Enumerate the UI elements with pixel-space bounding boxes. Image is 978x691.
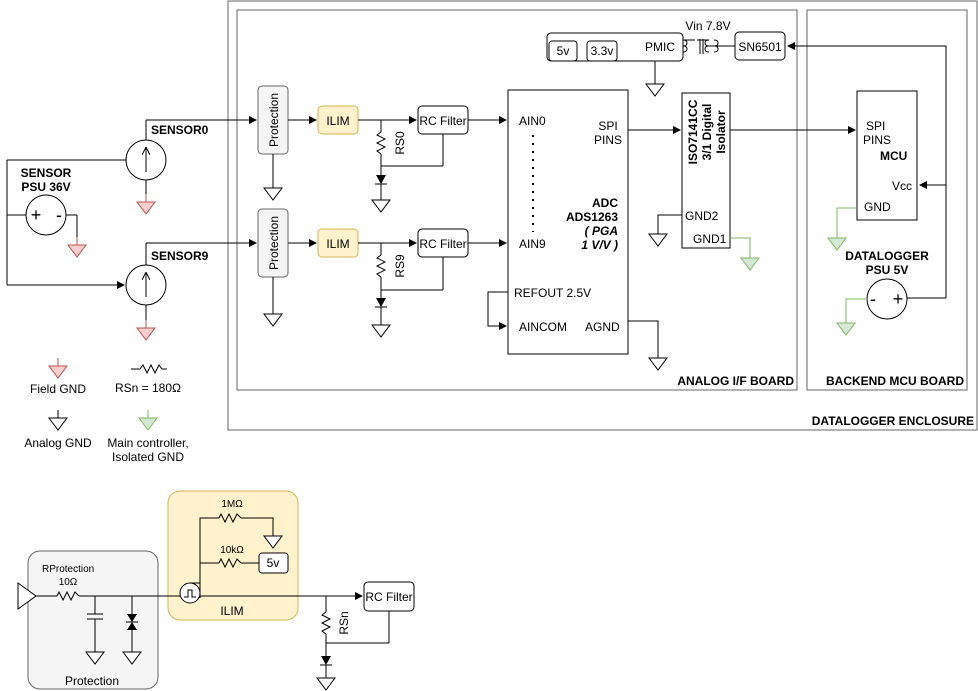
legend-resistor-icon — [131, 363, 167, 375]
sensor9-tvs-diode-icon — [376, 298, 386, 307]
sensor9-rc-filter-label: RC Filter — [419, 237, 466, 251]
detail-schematic: Protection ILIM RProtection 10Ω 1MΩ — [17, 490, 415, 691]
rprotection-resistor-icon — [56, 590, 80, 602]
legend: Field GND RSn = 180Ω Analog GND Main con… — [24, 357, 189, 464]
adc-block: AIN0 AIN9 SPI PINS ADC ADS1263 ( PGA 1 V… — [487, 89, 668, 371]
detail-5v-box — [258, 552, 289, 574]
sensor9-channel: SENSOR9 Protection ILIM RC Filter RS9 — [125, 208, 507, 341]
sensor9-protection-label: Protection — [267, 216, 281, 270]
detail-ilim-label: ILIM — [220, 604, 243, 618]
mcu-gnd: GND — [864, 200, 891, 214]
datalogger-enclosure — [227, 0, 978, 431]
isolator-block: ISO7141CC 3/1 Digital Isolator GND2 GND1 — [648, 92, 760, 271]
ilim-mosfet-icon — [179, 582, 201, 604]
datalogger-psu: DATALOGGER PSU 5V - + — [836, 249, 946, 336]
analog-board — [236, 9, 798, 391]
adc-spi-line2: PINS — [594, 133, 622, 147]
detail-rc-filter-label: RC Filter — [365, 590, 412, 604]
vin-label: Vin 7.8V — [685, 19, 730, 33]
sensor9-shunt-resistor-icon — [375, 254, 387, 278]
mcu-name: MCU — [880, 149, 907, 163]
svg-text:-: - — [56, 205, 62, 225]
sensor0-rs-label: RS0 — [393, 131, 407, 155]
legend-main-gnd-line2: Isolated GND — [112, 450, 184, 464]
mcu-spi-line2: PINS — [863, 133, 891, 147]
detail-5v-label: 5v — [267, 556, 280, 570]
sensor-psu: SENSOR PSU 36V + - — [6, 160, 87, 285]
pmic-5v-box — [548, 40, 578, 62]
adc-agnd: AGND — [585, 320, 620, 334]
adc-refout: REFOUT 2.5V — [514, 286, 591, 300]
detail-rprot-label: RProtection — [42, 564, 94, 575]
sensor0-protection-label: Protection — [267, 93, 281, 147]
legend-field-gnd-icon — [48, 357, 68, 379]
svg-text:+: + — [893, 289, 904, 309]
enclosure-label: DATALOGGER ENCLOSURE — [812, 414, 974, 428]
sensor0-shunt-resistor-icon — [375, 131, 387, 155]
adc-aincom: AINCOM — [519, 320, 567, 334]
mcu-block: SPI PINS MCU Vcc GND — [827, 90, 918, 251]
adc-pga-line2: 1 V/V ) — [581, 238, 618, 252]
datalogger-psu-line2: PSU 5V — [866, 263, 909, 277]
legend-analog-gnd-icon — [48, 409, 68, 431]
pmic-3v3-box — [586, 40, 618, 62]
isolator-line2: 3/1 Digital — [700, 104, 714, 161]
ilim-1m-resistor-icon — [218, 512, 242, 524]
legend-rsn-label: RSn = 180Ω — [115, 381, 181, 395]
adc-ain9: AIN9 — [519, 237, 546, 251]
sensor0-tvs-diode-icon — [376, 175, 386, 184]
power-block: 5v 3.3v PMIC Vin 7.8V SN6501 — [546, 19, 786, 97]
sensor0-label: SENSOR0 — [151, 123, 209, 137]
legend-main-gnd-line1: Main controller, — [107, 436, 188, 450]
pmic-label: PMIC — [645, 40, 675, 54]
pmic-5v-label: 5v — [557, 44, 570, 58]
svg-text:+: + — [31, 205, 42, 225]
backend-board — [806, 9, 968, 391]
isolator-gnd2: GND2 — [685, 209, 719, 223]
input-port-icon — [17, 582, 37, 610]
adc-ain0: AIN0 — [519, 114, 546, 128]
sensor-psu-line2: PSU 36V — [21, 180, 70, 194]
adc-title-line2: ADS1263 — [566, 210, 618, 224]
detail-r1m-label: 1MΩ — [221, 499, 243, 510]
mcu-vcc: Vcc — [892, 179, 912, 193]
sn6501-label: SN6501 — [738, 40, 782, 54]
backend-board-label: BACKEND MCU BOARD — [826, 374, 964, 388]
datalogger-psu-line1: DATALOGGER — [845, 249, 929, 263]
isolator-gnd1: GND1 — [693, 232, 727, 246]
isolator-line3: Isolator — [714, 110, 728, 154]
mcu-spi-line1: SPI — [866, 119, 885, 133]
legend-field-gnd-label: Field GND — [30, 382, 86, 396]
detail-r10k-label: 10kΩ — [220, 545, 244, 556]
legend-analog-gnd-label: Analog GND — [24, 436, 92, 450]
sn6501-box — [734, 31, 786, 61]
protection-tvs-icon — [127, 614, 137, 622]
sensor0-rc-filter-label: RC Filter — [419, 114, 466, 128]
detail-tvs-diode-icon — [321, 656, 331, 665]
analog-board-label: ANALOG I/F BOARD — [677, 374, 794, 388]
sensor9-ilim-label: ILIM — [326, 237, 349, 251]
isolator-line1: ISO7141CC — [686, 99, 700, 164]
pmic-3v3-label: 3.3v — [591, 44, 614, 58]
adc-title-line1: ADC — [592, 196, 618, 210]
adc-spi-line1: SPI — [598, 119, 617, 133]
sensor-psu-line1: SENSOR — [21, 166, 72, 180]
legend-main-gnd-icon — [138, 409, 158, 431]
sensor9-rs-label: RS9 — [393, 254, 407, 278]
detail-protection-label: Protection — [65, 674, 119, 688]
sensor0-ilim-label: ILIM — [326, 114, 349, 128]
sensor9-label: SENSOR9 — [151, 249, 209, 263]
transformer-icon — [682, 39, 735, 54]
svg-text:-: - — [870, 289, 876, 309]
detail-rsn-label: RSn — [337, 611, 351, 634]
adc-pga-line1: ( PGA — [585, 224, 618, 238]
detail-rprot-value: 10Ω — [59, 577, 78, 588]
detail-rsn-resistor-icon — [320, 611, 332, 635]
sensor0-channel: SENSOR0 Protection ILIM RC Filter RS0 — [125, 85, 507, 215]
ilim-10k-resistor-icon — [218, 557, 242, 569]
